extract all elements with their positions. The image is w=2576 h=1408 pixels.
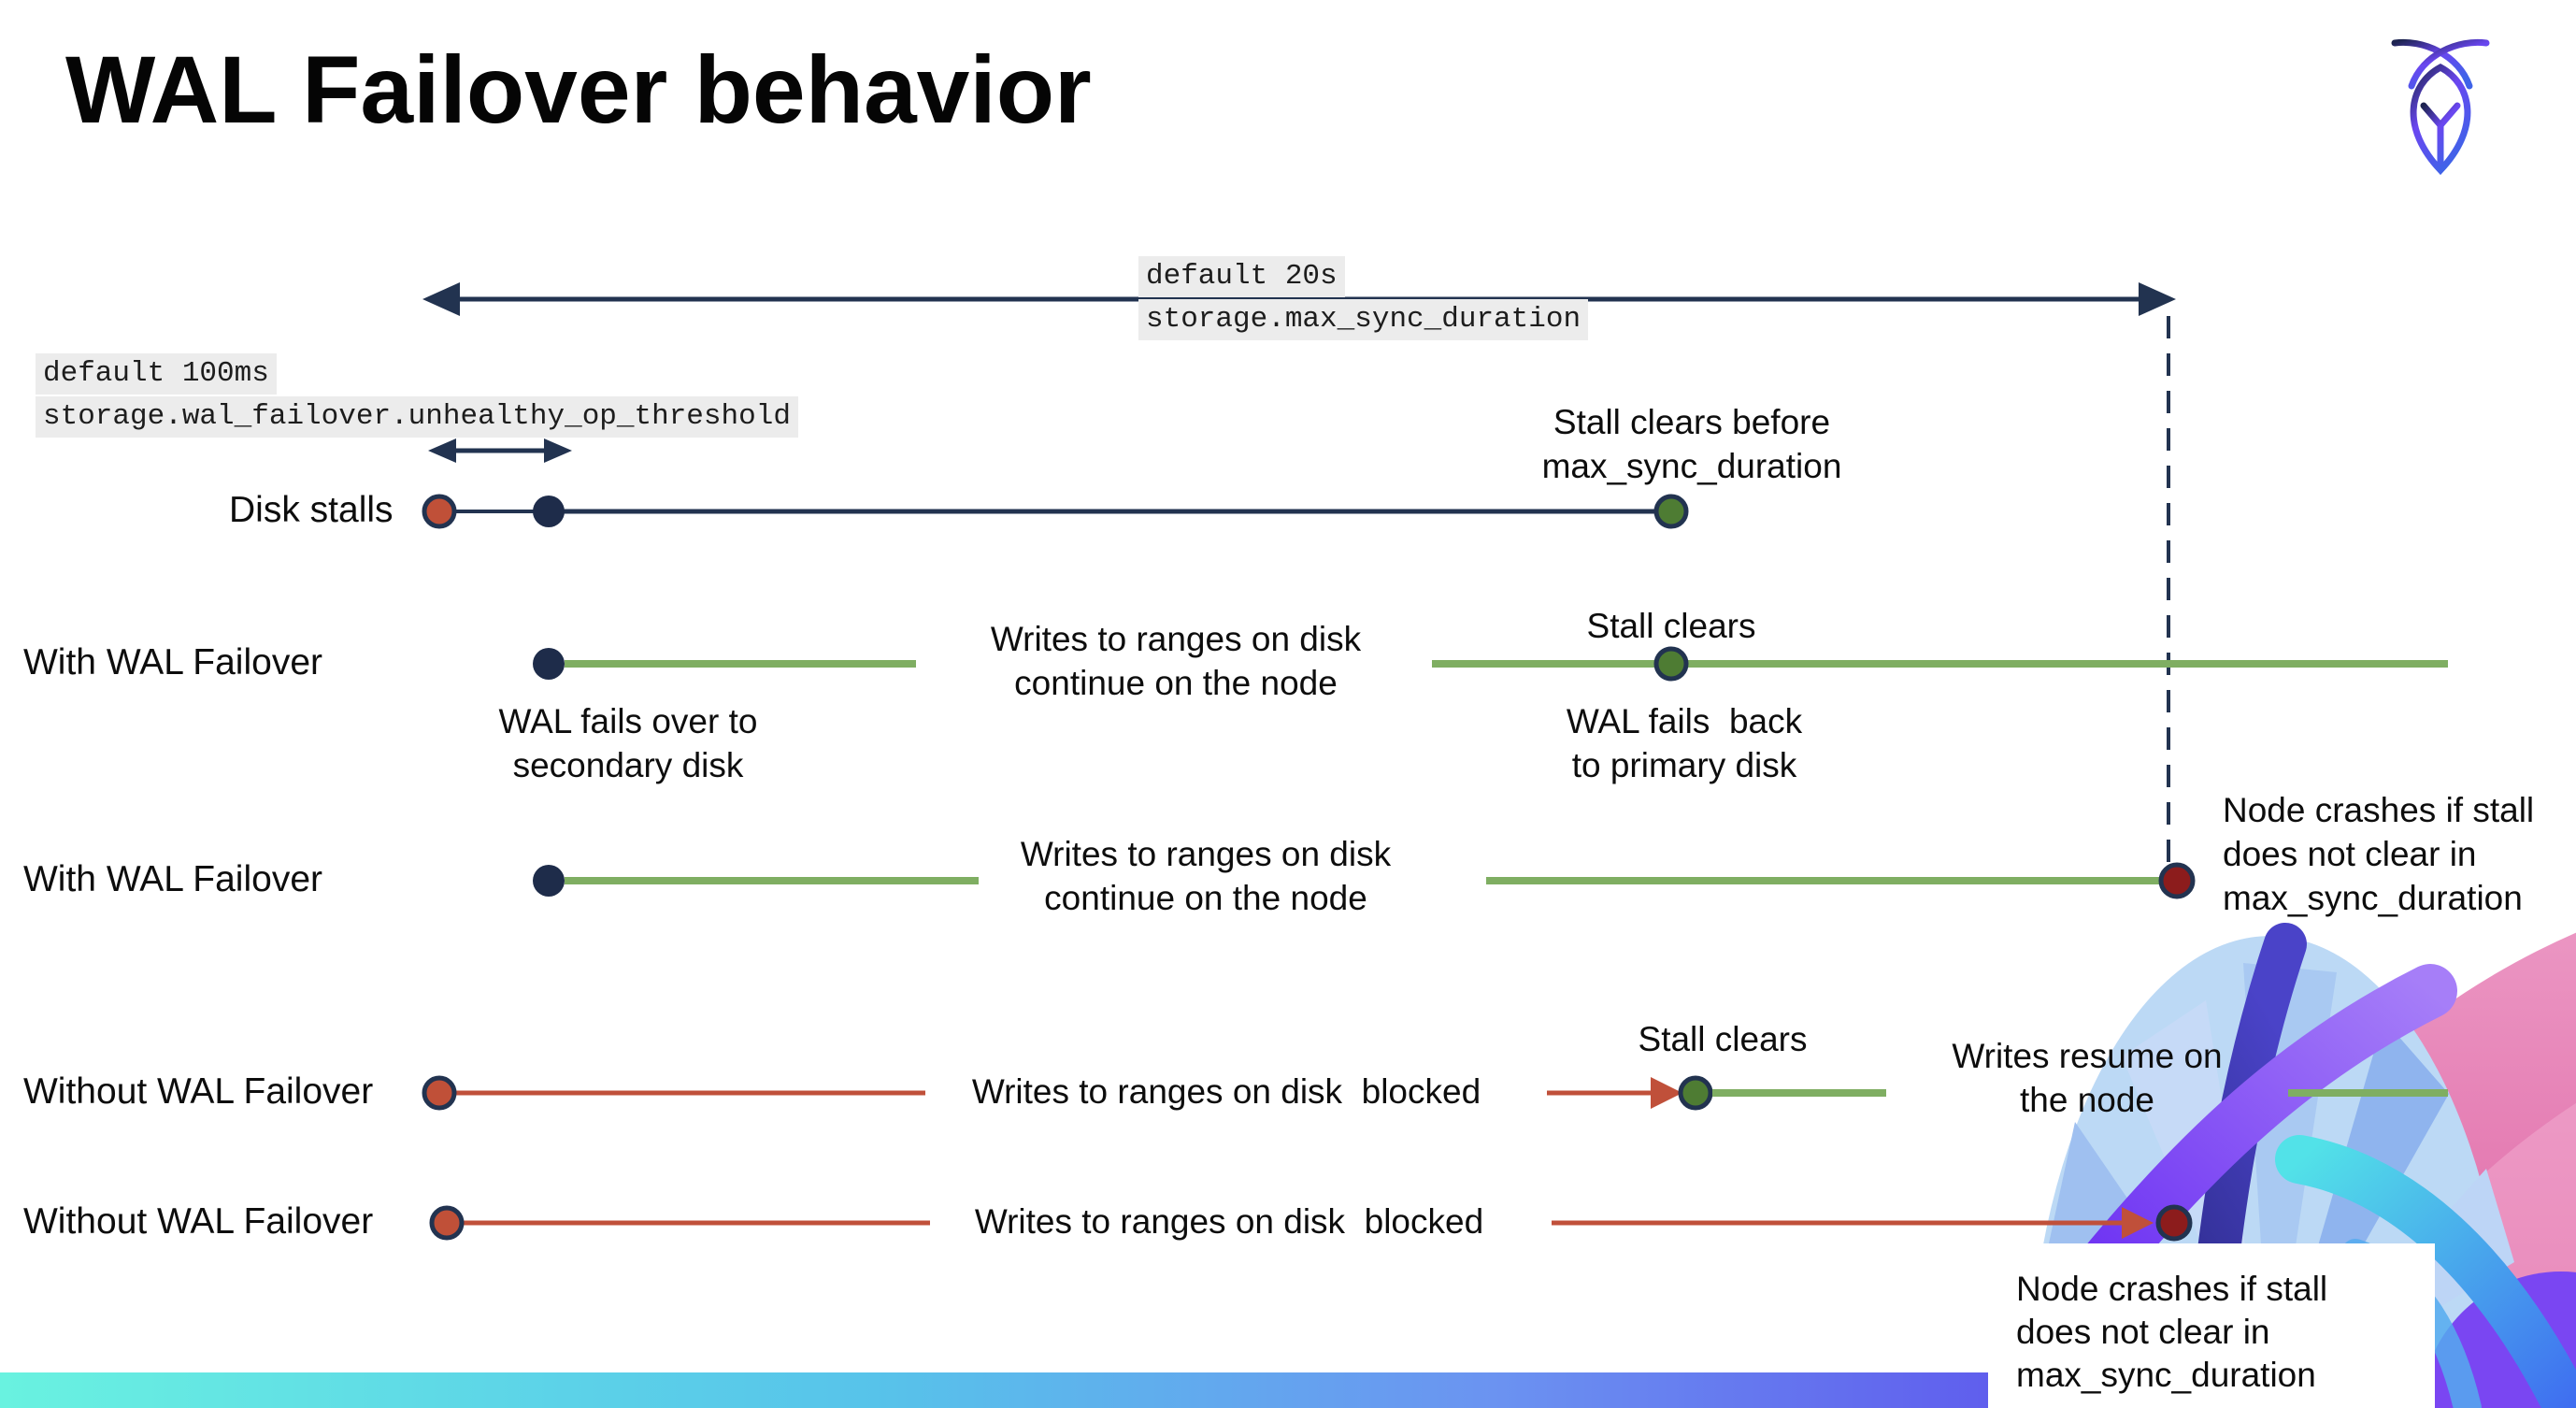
row1-stall-clears-dot	[1653, 494, 1689, 529]
row5-crash-note-box: Node crashes if stall does not clear in …	[1988, 1243, 2435, 1408]
row2-failback-note: WAL fails back to primary disk	[1566, 702, 1803, 784]
row5-label: Without WAL Failover	[23, 1201, 374, 1242]
row3-crash-note: Node crashes if stall does not clear in …	[2223, 791, 2535, 917]
annotation-default-100ms: default 100ms	[36, 353, 277, 395]
row5-stall-start-dot	[429, 1205, 465, 1241]
antenna-right	[2408, 38, 2490, 90]
light-pink-band	[2291, 993, 2576, 1408]
row4-stall-clears-dot	[1678, 1075, 1713, 1111]
row2-label: With WAL Failover	[23, 642, 322, 682]
row3-failover-dot	[533, 865, 565, 897]
arrowhead-right-icon	[2139, 282, 2176, 316]
row3-writes-note: Writes to ranges on disk continue on the…	[1020, 835, 1392, 917]
annotation-max-sync-duration: default 20s storage.max_sync_duration	[1138, 256, 1589, 342]
row1-label: Disk stalls	[229, 490, 394, 530]
arrowhead-left-icon	[428, 438, 456, 463]
row4-stall-clears-note: Stall clears	[1638, 1020, 1808, 1058]
row2-failover-note: WAL fails over to secondary disk	[498, 702, 758, 784]
cyan-leg-curve	[2275, 1135, 2576, 1408]
row4-stall-start-dot	[422, 1075, 457, 1111]
red-arrowhead-icon	[1651, 1077, 1682, 1109]
logo-y-vein	[2420, 102, 2461, 172]
page-title: WAL Failover behavior	[65, 36, 1092, 143]
row4-label: Without WAL Failover	[23, 1071, 374, 1112]
cockroachdb-logo-icon	[2391, 38, 2490, 176]
annotation-default-20s: default 20s	[1138, 256, 1345, 297]
row2-writes-note: Writes to ranges on disk continue on the…	[990, 620, 1362, 702]
arrowhead-right-icon	[544, 438, 572, 463]
row2-stall-clears-note: Stall clears	[1586, 607, 1756, 645]
row3-label: With WAL Failover	[23, 859, 322, 899]
row2-stall-clears-dot	[1653, 646, 1689, 682]
row5-crash-note: Node crashes if stall does not clear in …	[2016, 1270, 2328, 1394]
annotation-unhealthy-op-threshold: default 100ms storage.wal_failover.unhea…	[36, 353, 798, 439]
row2-failover-dot	[533, 648, 565, 680]
row5-writes-note: Writes to ranges on disk blocked	[974, 1202, 1484, 1241]
row1-threshold-dot	[533, 496, 565, 527]
row4-resume-note: Writes resume on the node	[1952, 1037, 2223, 1119]
row1-stall-start-dot	[422, 494, 457, 529]
annotation-unhealthy-setting: storage.wal_failover.unhealthy_op_thresh…	[36, 396, 798, 438]
row4-writes-note: Writes to ranges on disk blocked	[971, 1072, 1481, 1111]
annotation-max-sync-setting: storage.max_sync_duration	[1138, 299, 1589, 340]
arrowhead-left-icon	[422, 282, 460, 316]
row1-stall-clears-note: Stall clears before max_sync_duration	[1541, 403, 1842, 485]
